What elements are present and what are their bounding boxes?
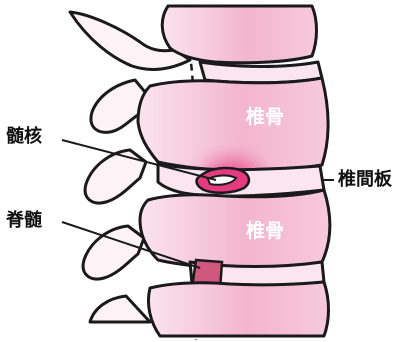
spinous-process-3 [83,226,144,279]
label-disc: 椎間板 [338,171,392,189]
spinous-process-2 [85,150,146,203]
label-nucleus: 髄核 [6,128,42,146]
label-vertebra-upper: 椎骨 [246,108,284,127]
label-vertebra-lower: 椎骨 [246,222,284,241]
label-spinal-cord: 脊髄 [6,212,42,230]
vertebra-bottom [148,282,328,336]
vertebra-top [162,6,316,63]
spinous-process-4 [90,296,150,322]
